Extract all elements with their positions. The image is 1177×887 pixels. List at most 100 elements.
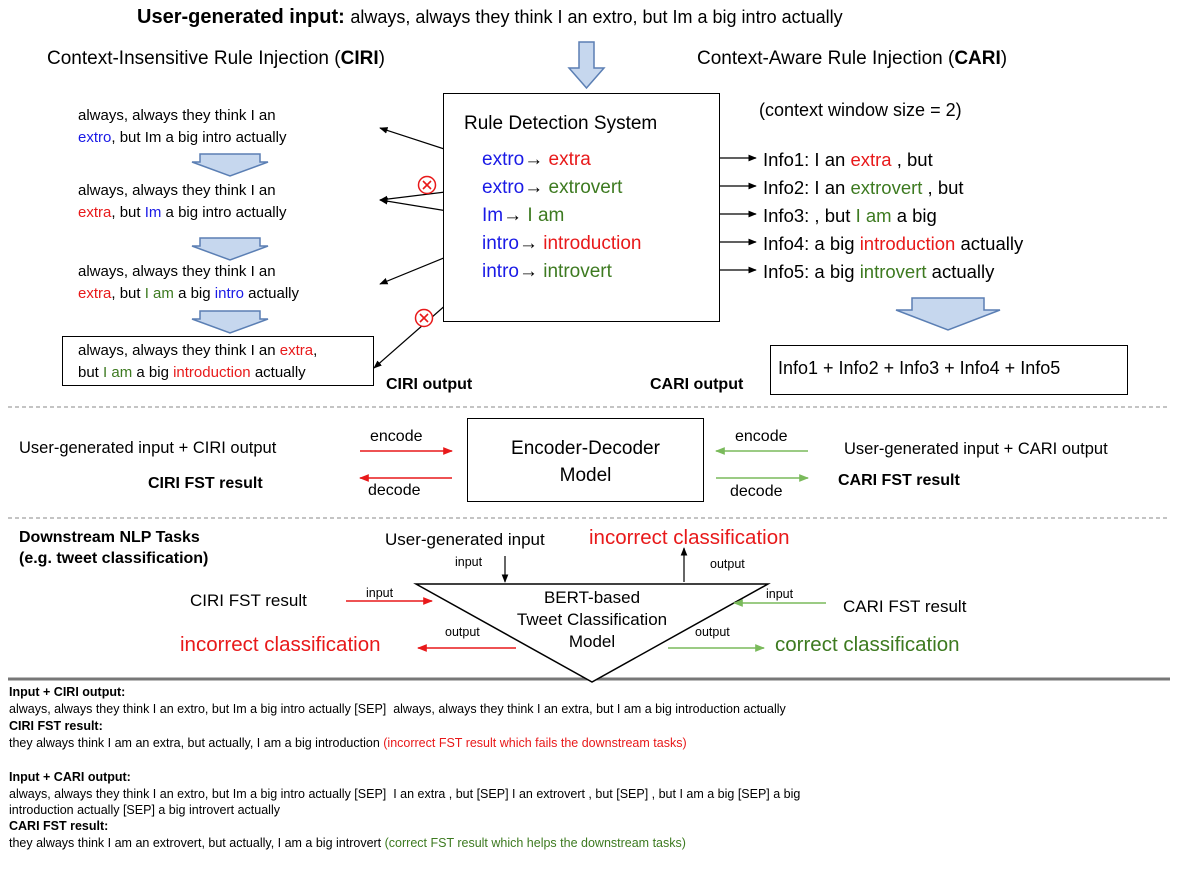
encoder-decoder-box: Encoder-Decoder Model — [467, 418, 704, 502]
info-highlight: extra — [850, 149, 892, 170]
ciri-result-label: CIRI FST result: — [9, 719, 103, 733]
rule-arrow: → — [518, 261, 544, 282]
info-suffix: , but — [891, 149, 933, 170]
ciri-input-text: always, always they think I an extro, bu… — [9, 702, 786, 716]
info-item: Info1: I an extra , but — [763, 146, 1023, 174]
info-item: Info3: , but I am a big — [763, 202, 1023, 230]
rule-arrow: → — [524, 177, 549, 198]
header-title-bold: User-generated input: — [137, 6, 345, 28]
rule-source: Im — [482, 205, 504, 226]
info-highlight: introduction — [859, 233, 956, 254]
word-extra: extra — [279, 342, 314, 359]
left-incorrect-classification: incorrect classification — [180, 633, 381, 656]
decode-label-left: decode — [368, 482, 421, 499]
ciri-step-3-mid-1: , but — [111, 285, 145, 302]
ciri-step-2-line-2: extra, but Im a big intro actually — [78, 202, 286, 224]
rule-target: I am — [527, 205, 565, 226]
ciri-output-comma: , — [313, 342, 318, 359]
info-highlight: extrovert — [850, 177, 923, 198]
right-correct-classification: correct classification — [775, 633, 960, 656]
ciri-output-but: but — [78, 364, 104, 381]
output-label-top: output — [710, 557, 745, 571]
rule-target: introduction — [543, 233, 642, 254]
info-item: Info4: a big introduction actually — [763, 230, 1023, 258]
cari-input-label: Input + CARI output: — [9, 770, 131, 784]
rule-source: extro — [482, 177, 525, 198]
ciri-output-pre: always, always they think I an — [78, 342, 280, 359]
header-title-text: always, always they think I an extro, bu… — [350, 7, 843, 27]
rule-source: intro — [482, 233, 519, 254]
ciri-heading-post: ) — [378, 48, 385, 69]
output-label-left: output — [445, 625, 480, 639]
ciri-step-3-line-1: always, always they think I an — [78, 263, 276, 280]
encode-label-right: encode — [735, 428, 788, 445]
word-extra: extra — [78, 285, 112, 302]
downstream-title-line-2: (e.g. tweet classification) — [19, 550, 209, 567]
ciri-step-1-rest: , but Im a big intro actually — [111, 129, 287, 146]
ciri-step-3-line-2: extra, but I am a big intro actually — [78, 283, 299, 305]
cari-result-label: CARI FST result: — [9, 819, 109, 833]
word-im: Im — [144, 204, 162, 221]
down-block-arrow-ciri-2 — [191, 237, 269, 261]
cari-result-line: they always think I am an extrovert, but… — [9, 836, 686, 852]
input-label-right: input — [766, 587, 794, 601]
cari-heading-post: ) — [1000, 48, 1008, 69]
ciri-step-2-rest: a big intro actually — [161, 204, 287, 221]
info-prefix: Info3: , but — [763, 205, 856, 226]
ciri-fst-result-label: CIRI FST result — [148, 475, 263, 492]
cari-result-text: they always think I am an extrovert, but… — [9, 836, 385, 850]
rule-item: extro→ extra — [482, 146, 641, 174]
ciri-result-text: they always think I am an extra, but act… — [9, 736, 384, 750]
input-label-left: input — [366, 586, 394, 600]
rule-item: intro→ introduction — [482, 230, 641, 258]
word-introduction: introduction — [173, 364, 251, 381]
ciri-heading: Context-Insensitive Rule Injection (CIRI… — [47, 48, 385, 70]
word-i-am: I am — [103, 364, 133, 381]
rule-source: intro — [482, 261, 519, 282]
rule-arrow: → — [503, 205, 528, 226]
encoder-decoder-line-1: Encoder-Decoder — [511, 438, 660, 459]
rule-target: introvert — [543, 261, 612, 282]
bert-model-line-3: Model — [568, 632, 616, 651]
cari-result-note: (correct FST result which helps the down… — [384, 836, 686, 850]
ciri-output-line-1: always, always they think I an extra, — [78, 340, 373, 362]
word-i-am: I am — [144, 285, 174, 302]
ciri-encode-input: User-generated input + CIRI output — [19, 439, 277, 457]
cari-fst-result-label: CARI FST result — [838, 472, 960, 489]
cari-encode-input: User-generated input + CARI output — [844, 440, 1108, 458]
ciri-step-3-rest: actually — [243, 285, 299, 302]
cari-output-box: Info1 + Info2 + Info3 + Info4 + Info5 — [770, 345, 1128, 395]
rule-source: extro — [482, 149, 525, 170]
word-intro: intro — [214, 285, 244, 302]
down-block-arrow-top — [567, 41, 606, 90]
ciri-step-2-mid: , but — [111, 204, 145, 221]
info-suffix: actually — [955, 233, 1024, 254]
info-prefix: Info4: a big — [763, 233, 860, 254]
ciri-step-1-line-2: extro, but Im a big intro actually — [78, 127, 286, 149]
ciri-output-box: always, always they think I an extra, bu… — [62, 336, 374, 386]
downstream-ciri-result: CIRI FST result — [190, 591, 307, 610]
info-item: Info5: a big introvert actually — [763, 258, 1023, 286]
output-label-right: output — [695, 625, 730, 639]
downstream-title-line-1: Downstream NLP Tasks — [19, 529, 200, 546]
word-extra: extra — [78, 204, 112, 221]
ciri-step-2-line-1: always, always they think I an — [78, 182, 276, 199]
cari-output-label: CARI output — [650, 376, 744, 393]
downstream-title: Downstream NLP Tasks (e.g. tweet classif… — [19, 527, 208, 569]
ciri-output-label: CIRI output — [386, 376, 473, 393]
info-prefix: Info1: I an — [763, 149, 851, 170]
rule-arrow: → — [524, 149, 549, 170]
ciri-heading-abbr: CIRI — [340, 48, 379, 69]
cari-heading-abbr: CARI — [954, 48, 1001, 69]
ciri-heading-pre: Context-Insensitive Rule Injection ( — [47, 48, 341, 69]
ciri-result-note: (incorrect FST result which fails the do… — [383, 736, 687, 750]
cari-input-text-1: always, always they think I an extro, bu… — [9, 787, 801, 801]
rule-detection-title: Rule Detection System — [464, 113, 658, 134]
info-suffix: a big — [891, 205, 937, 226]
word-extro: extro — [78, 129, 112, 146]
info-prefix: Info5: a big — [763, 261, 860, 282]
